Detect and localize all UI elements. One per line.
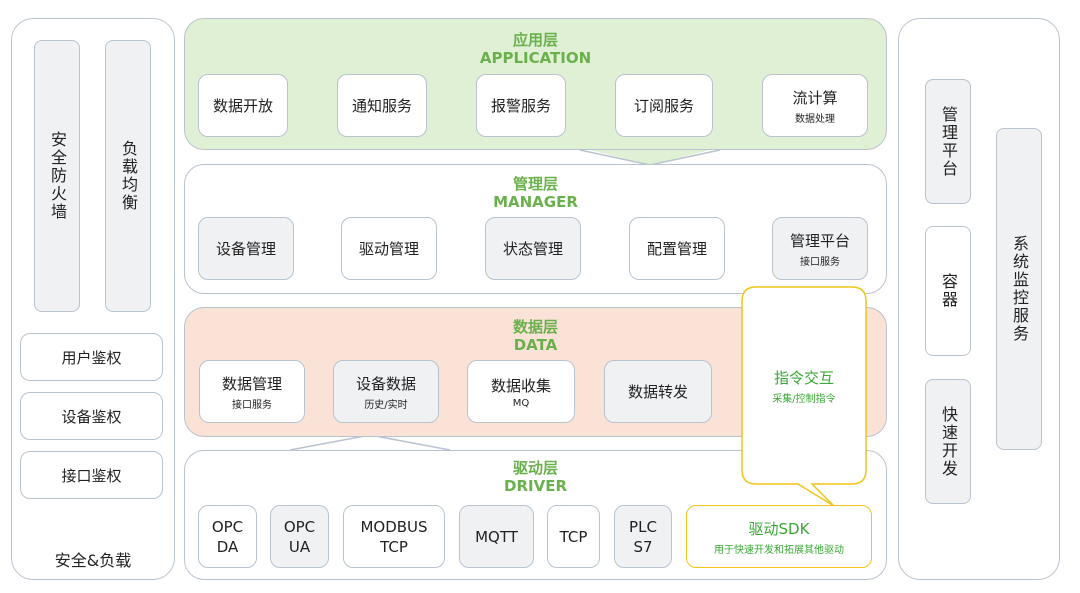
- mgr-item-device[interactable]: 设备管理: [198, 217, 294, 280]
- data-item-label: 数据管理: [221, 374, 282, 393]
- driver-title-en: DRIVER: [504, 477, 567, 495]
- driver-item-l2: DA: [216, 537, 239, 556]
- driver-item-opc-da[interactable]: OPC DA: [198, 505, 257, 568]
- application-manager-connector-edge: [579, 149, 721, 166]
- platform-box[interactable]: 管理平台: [925, 79, 971, 204]
- device-auth-label: 设备鉴权: [61, 407, 122, 426]
- data-item-label: 数据转发: [627, 383, 688, 401]
- driver-sdk-sub: 用于快速开发和拓展其他驱动: [714, 544, 844, 556]
- driver-item-l1: OPC: [211, 517, 244, 536]
- app-item-notify[interactable]: 通知服务: [337, 74, 427, 137]
- driver-item-l2: S7: [633, 537, 653, 556]
- driver-item-l1: TCP: [559, 527, 588, 546]
- manager-title-en: MANAGER: [493, 193, 578, 211]
- app-item-label: 订阅服务: [633, 97, 694, 115]
- driver-item-l2: UA: [288, 537, 311, 556]
- mgr-item-driver[interactable]: 驱动管理: [341, 217, 437, 280]
- driver-item-opc-ua[interactable]: OPC UA: [270, 505, 329, 568]
- monitor-box[interactable]: 系统监控服务: [996, 128, 1042, 450]
- command-sub: 采集/控制指令: [772, 393, 836, 405]
- app-item-label: 数据开放: [212, 97, 273, 115]
- mgr-item-platform[interactable]: 管理平台 接口服务: [772, 217, 868, 280]
- data-title-cn: 数据层: [512, 318, 558, 336]
- mgr-item-config[interactable]: 配置管理: [629, 217, 725, 280]
- load-balance-label: 负载均衡: [119, 140, 138, 212]
- app-item-stream[interactable]: 流计算 数据处理: [762, 74, 868, 137]
- mgr-item-status[interactable]: 状态管理: [485, 217, 581, 280]
- security-footer: 安全&负载: [54, 551, 132, 570]
- mgr-item-label: 驱动管理: [358, 240, 419, 258]
- driver-item-modbus[interactable]: MODBUS TCP: [343, 505, 445, 568]
- driver-sdk-box[interactable]: 驱动SDK 用于快速开发和拓展其他驱动: [686, 505, 872, 568]
- driver-item-l1: PLC: [629, 517, 657, 536]
- driver-item-l2: TCP: [380, 537, 408, 556]
- command-callout[interactable]: 指令交互 采集/控制指令: [742, 287, 866, 484]
- mgr-item-label: 管理平台: [789, 231, 850, 250]
- app-item-alarm[interactable]: 报警服务: [476, 74, 566, 137]
- user-auth-box[interactable]: 用户鉴权: [20, 333, 163, 381]
- mgr-item-label: 状态管理: [502, 240, 563, 258]
- driver-item-mqtt[interactable]: MQTT: [459, 505, 534, 568]
- data-item-manage[interactable]: 数据管理 接口服务: [199, 360, 305, 423]
- driver-item-l1: MQTT: [475, 527, 518, 546]
- firewall-label: 安全防火墙: [48, 131, 67, 221]
- container-box[interactable]: 容器: [925, 226, 971, 356]
- application-title-cn: 应用层: [512, 31, 558, 49]
- firewall-box[interactable]: 安全防火墙: [34, 40, 80, 312]
- app-item-subscribe[interactable]: 订阅服务: [615, 74, 713, 137]
- quick-dev-label: 快速开发: [939, 405, 958, 478]
- driver-title-cn: 驱动层: [512, 459, 558, 477]
- data-item-label: 设备数据: [355, 374, 416, 393]
- data-title-en: DATA: [513, 336, 558, 354]
- driver-item-l1: MODBUS: [360, 517, 428, 536]
- app-item-label: 报警服务: [490, 97, 551, 115]
- mgr-item-label: 配置管理: [646, 240, 707, 258]
- platform-label: 管理平台: [939, 105, 958, 178]
- application-manager-connector: [590, 150, 710, 165]
- data-item-collect[interactable]: 数据收集 MQ: [467, 360, 575, 423]
- app-item-label: 通知服务: [351, 97, 412, 115]
- app-item-sub: 数据处理: [795, 113, 835, 125]
- user-auth-label: 用户鉴权: [61, 348, 122, 367]
- api-auth-box[interactable]: 接口鉴权: [20, 451, 163, 499]
- device-auth-box[interactable]: 设备鉴权: [20, 392, 163, 440]
- driver-item-tcp[interactable]: TCP: [547, 505, 600, 568]
- data-driver-connector-edge: [289, 434, 451, 451]
- driver-item-plc-s7[interactable]: PLC S7: [614, 505, 672, 568]
- application-title-en: APPLICATION: [479, 49, 592, 67]
- data-item-sub: 历史/实时: [364, 399, 408, 411]
- data-item-device[interactable]: 设备数据 历史/实时: [333, 360, 439, 423]
- load-balance-box[interactable]: 负载均衡: [105, 40, 151, 312]
- monitor-label: 系统监控服务: [1010, 235, 1029, 343]
- mgr-item-label: 设备管理: [215, 240, 276, 258]
- command-label: 指令交互: [773, 368, 834, 387]
- api-auth-label: 接口鉴权: [61, 466, 122, 485]
- quick-dev-box[interactable]: 快速开发: [925, 379, 971, 504]
- app-item-label: 流计算: [792, 88, 838, 107]
- data-item-label: 数据收集: [490, 376, 551, 395]
- container-label: 容器: [939, 273, 958, 309]
- data-item-sub: MQ: [512, 397, 530, 409]
- driver-sdk-label: 驱动SDK: [748, 519, 810, 538]
- driver-item-l1: OPC: [283, 517, 316, 536]
- data-item-sub: 接口服务: [232, 399, 272, 411]
- app-item-data-open[interactable]: 数据开放: [198, 74, 288, 137]
- mgr-item-sub: 接口服务: [800, 256, 840, 268]
- manager-title-cn: 管理层: [512, 175, 558, 193]
- data-item-forward[interactable]: 数据转发: [604, 360, 712, 423]
